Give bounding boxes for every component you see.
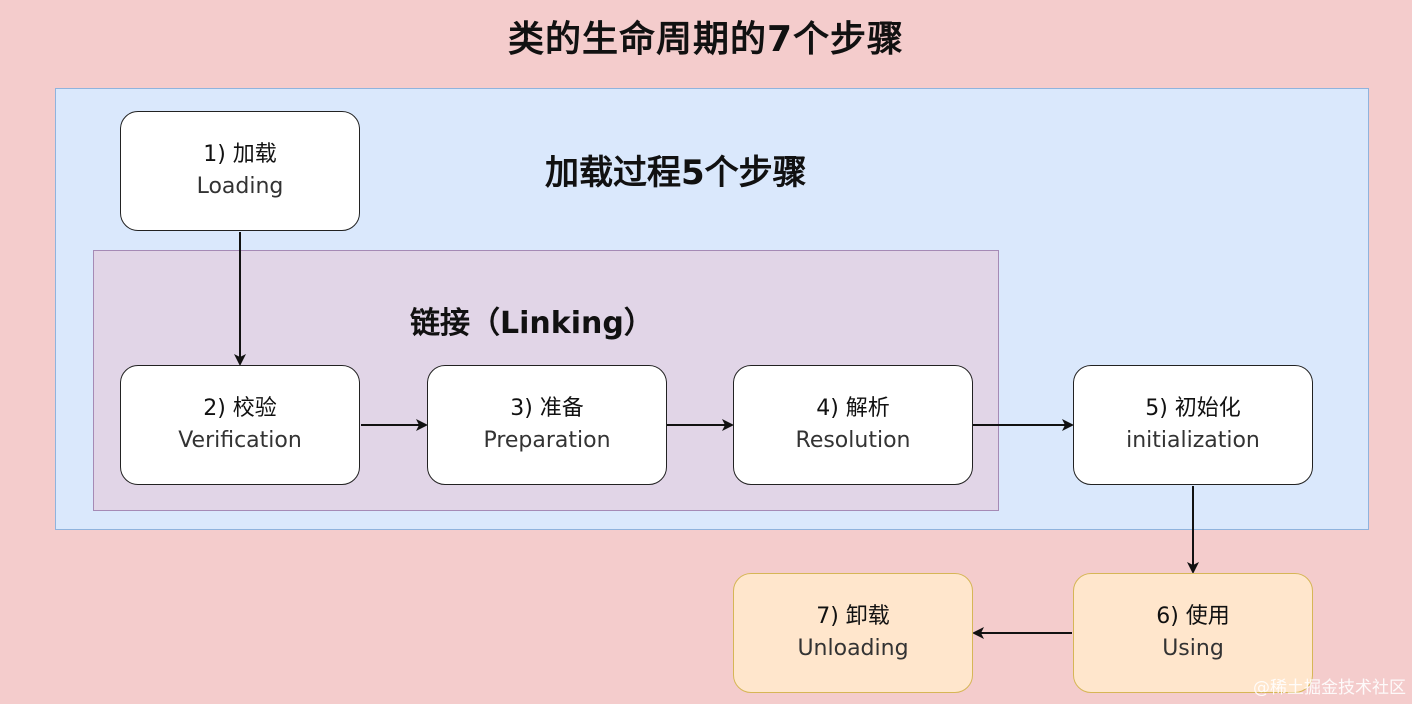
step-preparation: 3) 准备 Preparation bbox=[427, 365, 667, 485]
step-unloading-en: Unloading bbox=[797, 636, 909, 661]
step-verification-en: Verification bbox=[178, 428, 302, 453]
step-verification: 2) 校验 Verification bbox=[120, 365, 360, 485]
step-verification-cn: 2) 校验 bbox=[203, 396, 277, 421]
step-resolution-en: Resolution bbox=[795, 428, 911, 453]
step-using-cn: 6) 使用 bbox=[1156, 604, 1230, 629]
step-unloading: 7) 卸载 Unloading bbox=[733, 573, 973, 693]
step-initialization-cn: 5) 初始化 bbox=[1145, 396, 1241, 421]
step-loading: 1) 加载 Loading bbox=[120, 111, 360, 231]
step-resolution: 4) 解析 Resolution bbox=[733, 365, 973, 485]
diagram-title: 类的生命周期的7个步骤 bbox=[507, 19, 905, 60]
linking-heading: 链接（Linking） bbox=[410, 306, 654, 341]
step-loading-cn: 1) 加载 bbox=[203, 142, 277, 167]
step-initialization-en: initialization bbox=[1126, 428, 1260, 453]
step-resolution-cn: 4) 解析 bbox=[816, 396, 890, 421]
step-using-en: Using bbox=[1162, 636, 1224, 661]
step-unloading-cn: 7) 卸载 bbox=[816, 604, 890, 629]
step-initialization: 5) 初始化 initialization bbox=[1073, 365, 1313, 485]
loading-process-heading: 加载过程5个步骤 bbox=[545, 153, 807, 193]
step-preparation-cn: 3) 准备 bbox=[510, 396, 584, 421]
watermark: @稀土掘金技术社区 bbox=[1253, 678, 1406, 698]
step-loading-en: Loading bbox=[196, 174, 284, 199]
step-using: 6) 使用 Using bbox=[1073, 573, 1313, 693]
step-preparation-en: Preparation bbox=[483, 428, 611, 453]
